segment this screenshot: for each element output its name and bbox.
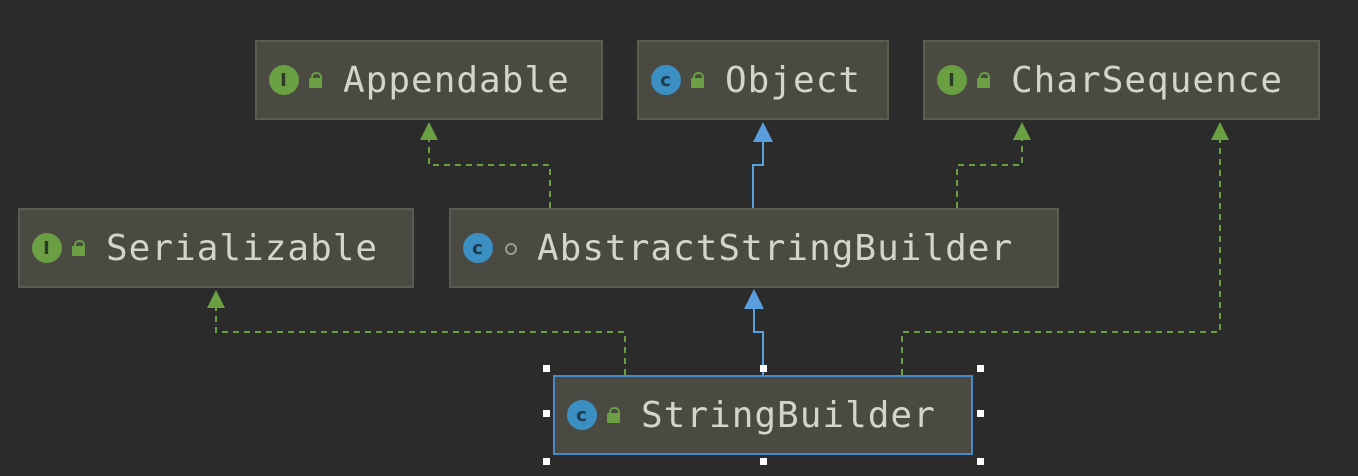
selection-handle-bottom-left[interactable] (543, 458, 550, 465)
node-charsequence[interactable]: I CharSequence (923, 40, 1320, 120)
node-label: CharSequence (1011, 59, 1284, 101)
edge-arrowhead (1211, 122, 1229, 140)
package-private-visibility-icon (501, 239, 519, 257)
node-object[interactable]: c Object (637, 40, 889, 120)
selection-handle-top-center[interactable] (760, 365, 767, 372)
selection-handle-top-left[interactable] (543, 365, 550, 372)
node-label: StringBuilder (641, 394, 936, 436)
edge-arrowhead (753, 122, 773, 142)
node-label: Appendable (343, 59, 570, 101)
class-icon: c (651, 65, 681, 95)
selection-handle-middle-left[interactable] (543, 410, 550, 417)
interface-icon: I (269, 65, 299, 95)
node-serializable[interactable]: I Serializable (18, 208, 414, 288)
edge-arrowhead (420, 122, 438, 140)
public-visibility-icon (975, 71, 993, 89)
node-label: Object (725, 59, 862, 101)
node-abstractstringbuilder[interactable]: c AbstractStringBuilder (449, 208, 1059, 288)
edge-arrowhead (207, 290, 225, 308)
abstract-class-icon: c (463, 233, 493, 263)
edge-abstractstringbuilder-implements-appendable (428, 138, 551, 208)
interface-icon: I (32, 233, 62, 263)
node-appendable[interactable]: I Appendable (255, 40, 603, 120)
node-label: Serializable (106, 227, 379, 269)
edge-arrowhead (744, 289, 764, 309)
public-visibility-icon (70, 239, 88, 257)
edge-abstractstringbuilder-extends-object (752, 140, 764, 208)
selection-handle-bottom-right[interactable] (977, 458, 984, 465)
selection-handle-middle-right[interactable] (977, 410, 984, 417)
class-icon: c (567, 400, 597, 430)
public-visibility-icon (605, 406, 623, 424)
node-stringbuilder[interactable]: c StringBuilder (553, 375, 973, 455)
selection-handle-top-right[interactable] (977, 365, 984, 372)
interface-icon: I (937, 65, 967, 95)
node-label: AbstractStringBuilder (537, 227, 1014, 269)
public-visibility-icon (689, 71, 707, 89)
selection-handle-bottom-center[interactable] (760, 458, 767, 465)
public-visibility-icon (307, 71, 325, 89)
edge-abstractstringbuilder-implements-charsequence (956, 138, 1023, 208)
edge-arrowhead (1013, 122, 1031, 140)
edge-stringbuilder-implements-serializable (215, 306, 626, 375)
